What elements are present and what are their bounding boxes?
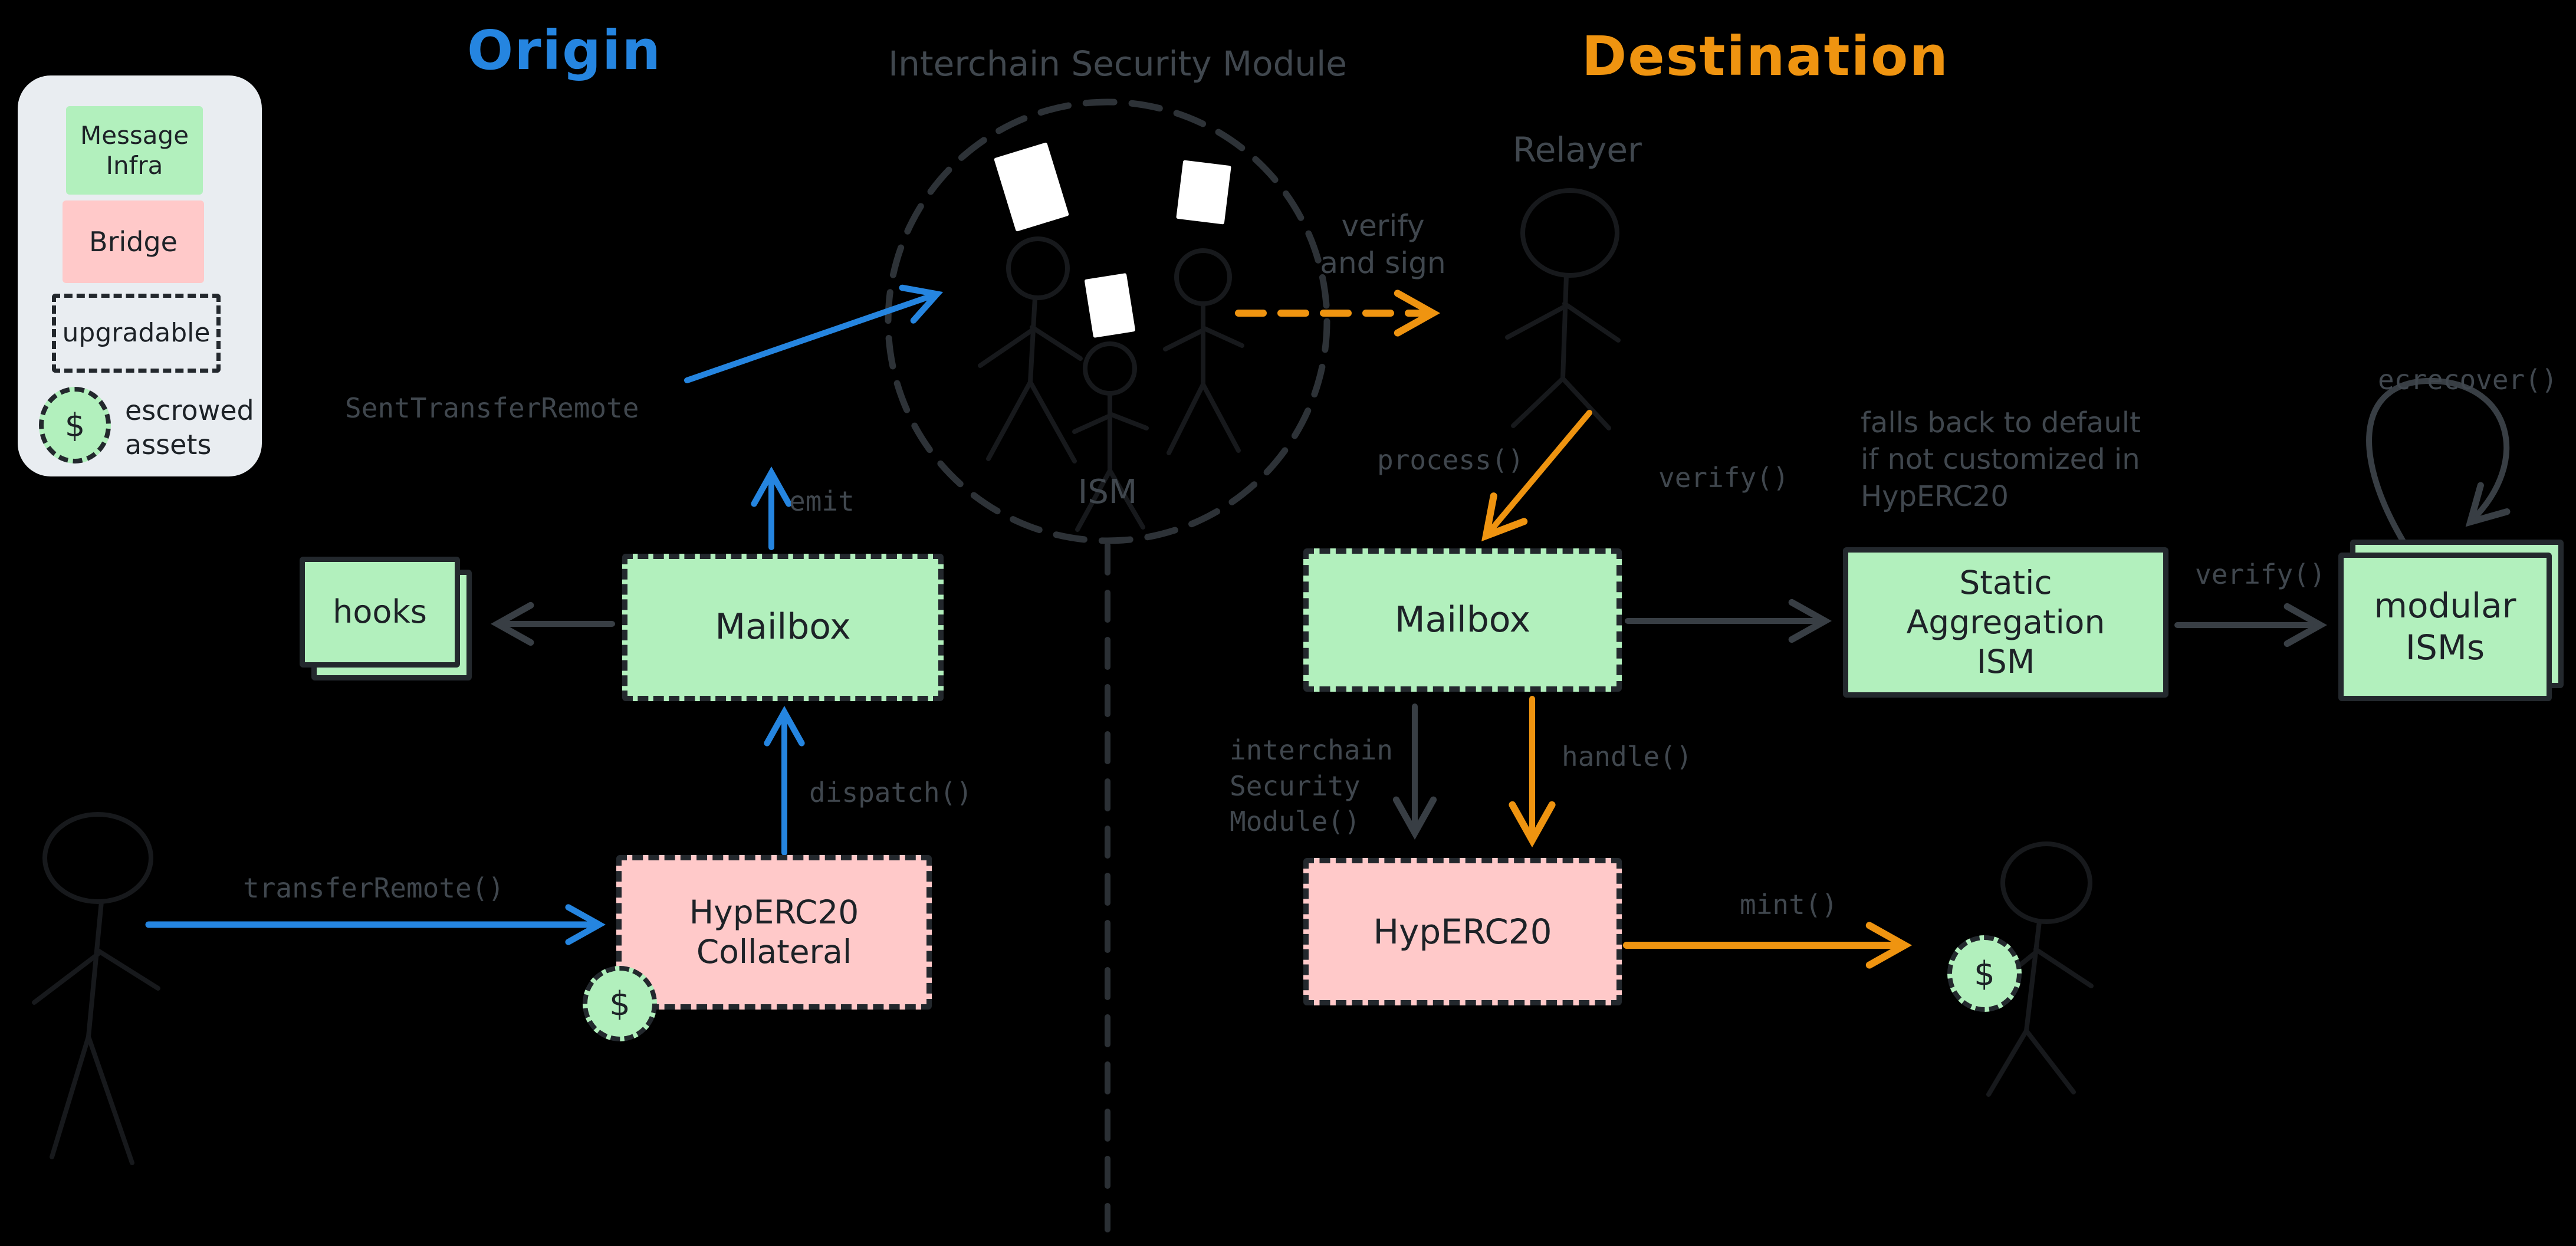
legend-message-infra: Message Infra (66, 106, 203, 195)
user-icon (32, 812, 160, 1165)
ecrecover-label: ecrecover() (2378, 364, 2558, 396)
origin-header: Origin (467, 19, 662, 82)
transfer-remote-label: transferRemote() (243, 872, 505, 904)
static-aggregation-ism-box: Static Aggregation ISM (1843, 547, 2168, 698)
process-label: process() (1377, 444, 1524, 476)
destination-header: Destination (1582, 25, 1949, 88)
dispatch-label: dispatch() (809, 777, 972, 808)
destination-mailbox-box: Mailbox (1303, 548, 1622, 692)
legend-escrow-coin-icon: $ (39, 387, 111, 463)
relayer-icon (1505, 188, 1621, 430)
destination-hyperc20-box: HypERC20 (1303, 858, 1622, 1005)
handle-label: handle() (1562, 741, 1693, 772)
mint-label: mint() (1740, 889, 1838, 920)
verify-ism-label: verify() (1658, 462, 1789, 494)
validator-signature-card (1176, 160, 1231, 225)
validators-icon (978, 236, 1244, 532)
verify-modular-label: verify() (2195, 558, 2326, 590)
ism-circle-label: ISM (1077, 473, 1138, 511)
legend-panel: Message Infra Bridge upgradable $ escrow… (18, 75, 262, 476)
legend-upgradable: upgradable (52, 294, 221, 373)
legend-bridge: Bridge (63, 200, 204, 283)
validator-signature-card (1084, 272, 1136, 338)
interchain-security-module-call-label: interchain Security Module() (1230, 734, 1393, 838)
origin-mailbox-box: Mailbox (622, 554, 944, 701)
arrow-process (1481, 410, 1592, 542)
ecrecover-loop-arrow (2366, 377, 2511, 544)
verify-and-sign-label: verify and sign (1320, 209, 1446, 280)
modular-isms-box: modular ISMs (2338, 553, 2552, 701)
relayer-label: Relayer (1513, 130, 1642, 170)
hyperc20-collateral-box: HypERC20 Collateral (616, 855, 932, 1010)
falls-back-note: falls back to default if not customized … (1861, 406, 2141, 513)
ism-circle (885, 98, 1330, 544)
arrow-mailbox-to-ism (684, 284, 944, 383)
escrowed-assets-coin-icon: $ (583, 966, 657, 1041)
emit-label: emit (789, 485, 855, 517)
ism-header: Interchain Security Module (888, 44, 1347, 84)
hooks-box: hooks (300, 557, 460, 668)
legend-escrowed-assets-label: escrowed assets (125, 394, 254, 461)
minted-assets-coin-icon: $ (1947, 935, 2022, 1012)
sent-transfer-remote-label: SentTransferRemote (345, 392, 639, 424)
